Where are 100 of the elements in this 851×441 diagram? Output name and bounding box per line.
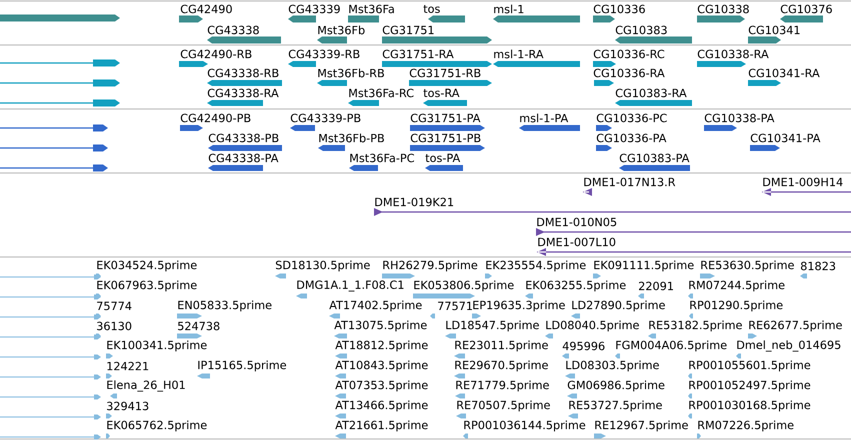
feature-label: FGM004A06.5prime <box>616 340 727 352</box>
feature-label: CG43338-RA <box>208 88 279 98</box>
feature-label: CG31751-PA <box>410 114 480 122</box>
feature-label: CG31751-PB <box>410 134 480 142</box>
feature-label: RE71779.5prime <box>456 380 549 392</box>
feature-label: DME1-007L10 <box>538 238 616 246</box>
feature-label: AT18812.5prime <box>335 340 428 352</box>
feature-label: AT07353.5prime <box>335 380 428 392</box>
feature-label: CG10336 <box>594 4 645 14</box>
feature-label: CG10338-PA <box>704 114 774 122</box>
feature-label: RH26279.5prime <box>383 260 478 272</box>
feature-label: EK063255.5prime <box>526 280 626 292</box>
feature-label: EK235554.5prime <box>486 260 586 272</box>
feature-label: CG31751-RB <box>410 68 480 78</box>
feature-label: DME1-017N13.R <box>584 178 676 186</box>
feature-label: EK067963.5prime <box>97 280 197 292</box>
feature-label: msl-1 <box>494 4 524 14</box>
feature-label: CG10336-PA <box>596 134 666 142</box>
feature-label: CG43339-PB <box>290 114 360 122</box>
feature-label: EK091111.5prime <box>594 260 694 272</box>
feature-label: Mst36Fa-RC <box>349 88 414 98</box>
feature-label: Dmel_neb_014695 <box>737 340 840 352</box>
feature-label: IP15165.5prime <box>198 360 286 372</box>
feature-label: AT10843.5prime <box>335 360 428 372</box>
feature-label: CG42490-PB <box>180 114 250 122</box>
feature-label: CG43339-RB <box>288 50 360 58</box>
feature-label: RE70507.5prime <box>457 400 550 412</box>
feature-label: CG10341-RA <box>748 68 820 78</box>
feature-label: EN05833.5prime <box>178 300 272 312</box>
feature-label: RE23011.5prime <box>455 340 548 352</box>
feature-label: LD27890.5prime <box>572 300 665 312</box>
feature-label: RP001055601.5prime <box>689 360 810 372</box>
feature-label: EK065762.5prime <box>107 420 207 432</box>
feature-label: CG10383 <box>616 26 667 34</box>
feature-label: CG10338 <box>698 4 749 14</box>
feature-label: LD08040.5prime <box>546 320 639 332</box>
feature-label: AT21661.5prime <box>335 420 428 432</box>
feature-label: CG31751-RA <box>382 50 454 58</box>
feature-label: CG10336-RA <box>594 68 665 78</box>
feature-label: AT17402.5prime <box>329 300 422 312</box>
feature-label: RP01290.5prime <box>690 300 783 312</box>
feature-label: Elena_26_H01 <box>107 380 185 392</box>
feature-label: CG10383-RA <box>616 88 687 98</box>
feature-label: CG10338-RA <box>698 50 769 58</box>
feature-label: RM07226.5prime <box>698 420 794 432</box>
feature-label: CG42490 <box>180 4 232 14</box>
feature-label: LD08303.5prime <box>566 360 659 372</box>
feature-label: 75774 <box>97 302 132 310</box>
feature-label: CG43338-RB <box>208 68 278 78</box>
feature-label: EK034524.5prime <box>97 260 197 272</box>
feature-label: DME1-019K21 <box>375 198 454 206</box>
feature-label: CG43339 <box>288 4 340 14</box>
feature-label: CG10336-RC <box>594 50 664 58</box>
feature-label: Mst36Fa <box>349 4 394 14</box>
feature-label: Mst36Fb <box>318 26 365 34</box>
feature-label: 77571 <box>438 302 472 310</box>
feature-label: LD18547.5prime <box>446 320 539 332</box>
feature-label: RE53727.5prime <box>569 400 662 412</box>
feature-label: SD18130.5prime <box>276 260 370 272</box>
feature-label: CG10341-PA <box>750 134 820 142</box>
feature-label: 124221 <box>107 362 148 370</box>
feature-label: CG43338-PB <box>208 134 278 142</box>
feature-label: CG10376 <box>780 4 832 14</box>
feature-label: CG43338 <box>208 26 259 34</box>
feature-label: RM07244.5prime <box>689 280 784 292</box>
feature-label: CG10336-PC <box>596 114 667 122</box>
feature-label: RP001052497.5prime <box>689 380 810 392</box>
feature-label: EK100341.5prime <box>107 340 207 352</box>
feature-label: tos-PA <box>426 154 460 162</box>
feature-label: 495996 <box>562 342 604 350</box>
feature-label: GM06986.5prime <box>568 380 664 392</box>
feature-label: EK053806.5prime <box>414 280 514 292</box>
feature-label: msl-1-RA <box>494 50 544 58</box>
feature-label: CG31751 <box>382 26 434 34</box>
feature-label: CG43338-PA <box>208 154 278 162</box>
feature-label: CG10383-PA <box>620 154 690 162</box>
feature-label: AT13466.5prime <box>335 400 428 412</box>
feature-label: 81823 <box>800 262 836 270</box>
feature-label: CG42490-RB <box>180 50 252 58</box>
feature-label: RE12967.5prime <box>595 420 688 432</box>
feature-label: 329413 <box>107 402 148 410</box>
feature-label: RP001030168.5prime <box>689 400 810 412</box>
feature-label: EP19635.3prime <box>473 300 565 312</box>
feature-label: AT13075.5prime <box>334 320 427 332</box>
feature-label: 22091 <box>639 282 673 290</box>
feature-label: 36130 <box>97 322 132 330</box>
feature-label: Mst36Fa-PC <box>350 154 414 162</box>
feature-label: msl-1-PA <box>520 114 568 122</box>
feature-label: RP001036144.5prime <box>464 420 586 432</box>
feature-label: 524738 <box>178 322 220 330</box>
feature-label: DME1-009H14 <box>763 178 843 186</box>
feature-label: Mst36Fb-PB <box>319 134 384 142</box>
feature-label: tos-RA <box>424 88 460 98</box>
feature-label: DME1-010N05 <box>537 218 616 226</box>
feature-label: RE53630.5prime <box>701 260 794 272</box>
feature-label: CG10341 <box>748 26 800 34</box>
feature-label: RE62677.5prime <box>749 320 842 332</box>
feature-label: DMG1A.1_1.F08.C1 <box>297 280 404 292</box>
feature-label: RE53182.5prime <box>649 320 742 332</box>
feature-label: tos <box>424 4 440 14</box>
